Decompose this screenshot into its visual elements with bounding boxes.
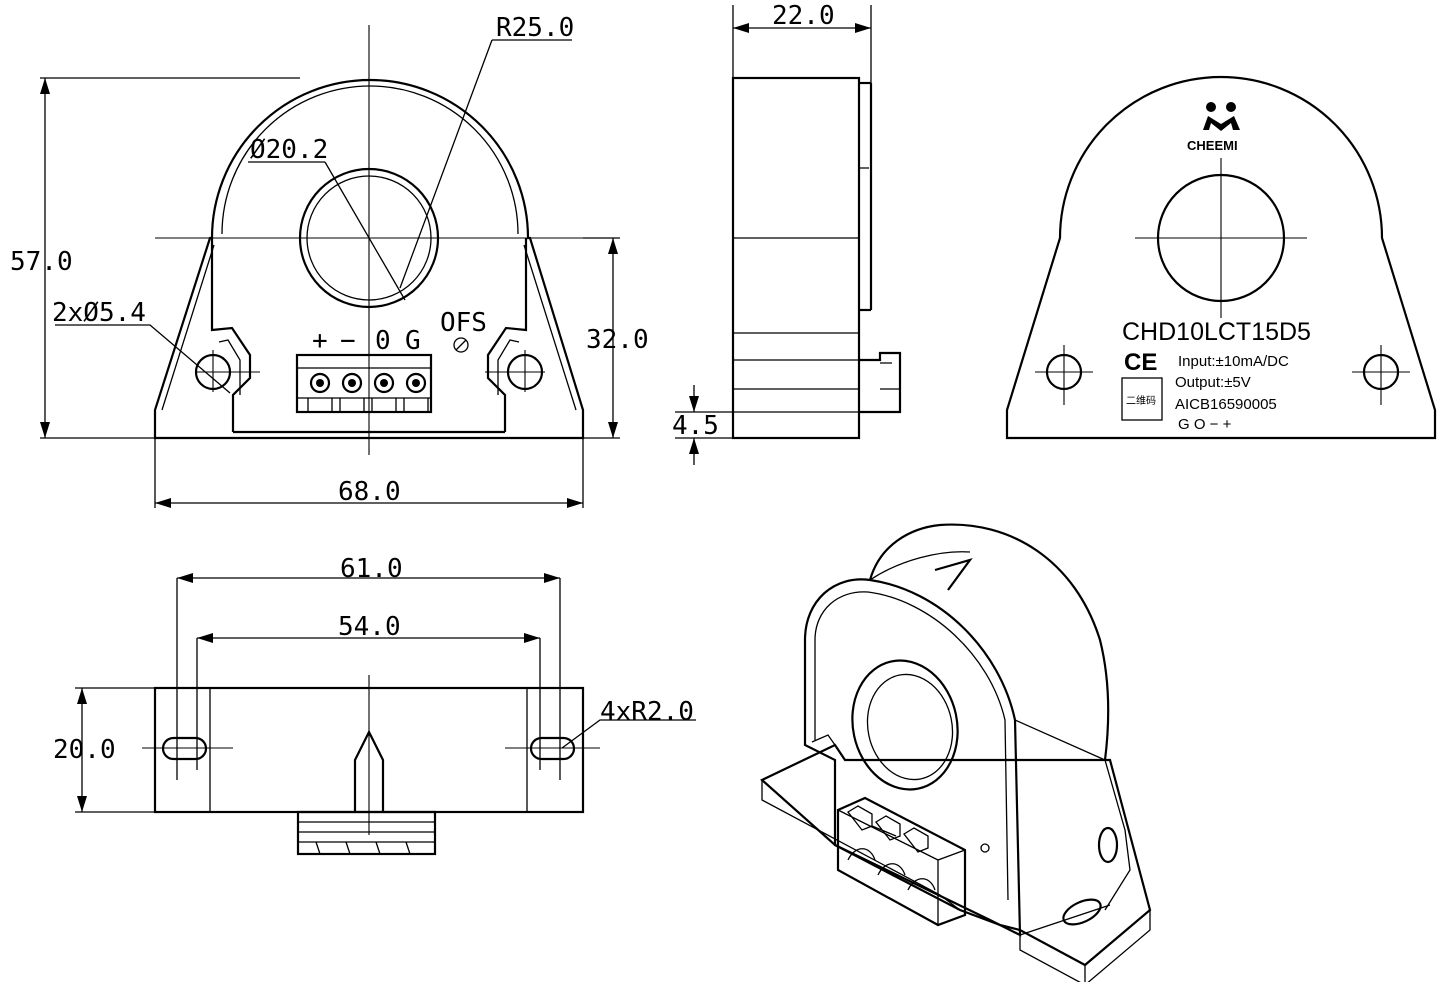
qr-code-box — [1121, 377, 1163, 421]
label-view: CHEEMI CHD10LCT15D5 CE Input:±10mA/DC Ou… — [1005, 75, 1437, 440]
dim-d20: Ø20.2 — [250, 135, 328, 165]
qr-code-label: 二维码 — [1126, 394, 1156, 407]
bottom-view: 61.0 54.0 20.0 4xR2.0 — [53, 554, 696, 856]
terminal-minus: − — [340, 326, 356, 356]
pin-labels: G O − + — [1178, 416, 1232, 433]
ce-mark-icon: CE — [1124, 349, 1157, 376]
input-spec: Input:±10mA/DC — [1178, 353, 1289, 370]
dim-w54: 54.0 — [338, 612, 401, 642]
cheemi-logo-icon: CHEEMI — [1187, 102, 1240, 153]
ofs-pot-icon — [453, 337, 469, 353]
output-spec: Output:±5V — [1175, 374, 1251, 391]
dim-t45: 4.5 — [672, 411, 719, 441]
terminal-screws — [307, 372, 429, 412]
dim-w61: 61.0 — [340, 554, 403, 584]
front-view: R25.0 Ø20.2 57.0 2xØ5.4 32.0 68.0 + − 0 … — [10, 13, 649, 508]
dim-h57: 57.0 — [10, 247, 73, 277]
svg-text:CHEEMI: CHEEMI — [1187, 138, 1238, 153]
terminal-zero: 0 — [375, 326, 391, 356]
dim-h20: 20.0 — [53, 735, 116, 765]
ofs-label: OFS — [440, 308, 487, 338]
dim-w22: 22.0 — [772, 1, 835, 31]
dim-w68: 68.0 — [338, 477, 401, 507]
model-number: CHD10LCT15D5 — [1122, 318, 1311, 346]
dim-r25: R25.0 — [496, 13, 574, 43]
dim-h32: 32.0 — [586, 325, 649, 355]
iso-ofs-pot-icon — [980, 843, 990, 853]
side-view: 22.0 4.5 — [672, 1, 902, 465]
terminal-ground: G — [405, 326, 421, 356]
terminal-plus: + — [312, 326, 328, 356]
dim-slot: 4xR2.0 — [600, 697, 694, 727]
dim-hole: 2xØ5.4 — [52, 298, 146, 328]
isometric-view — [760, 523, 1152, 982]
serial-number: AICB16590005 — [1175, 396, 1277, 413]
